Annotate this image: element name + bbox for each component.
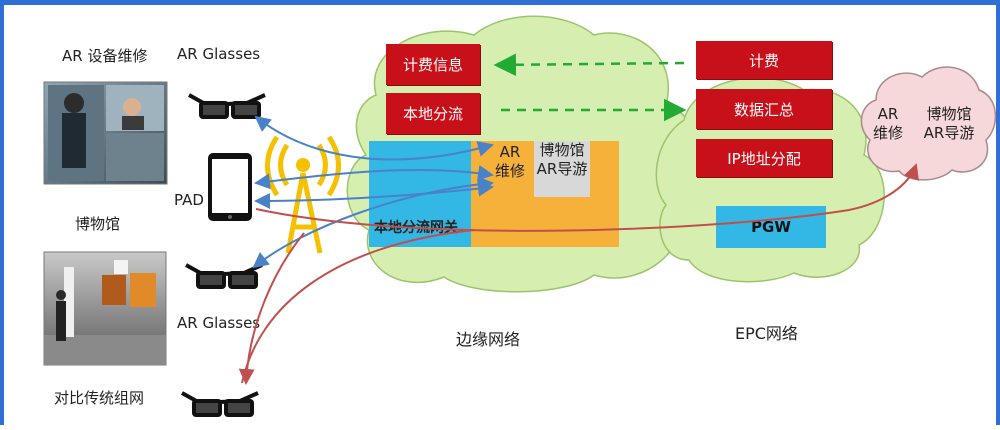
edge-network-label: 边缘网络 bbox=[456, 330, 521, 349]
ar-glasses-icon-top bbox=[188, 93, 266, 119]
red-arrow-pad-to-remote bbox=[255, 163, 919, 232]
remote-museum-line2: AR导游 bbox=[923, 124, 975, 142]
museum-label: 博物馆 bbox=[75, 215, 121, 233]
green-arrow-to-billing-info bbox=[493, 53, 685, 77]
ar-maintenance-photo bbox=[43, 81, 168, 185]
ar-glasses-top-label: AR Glasses bbox=[177, 45, 261, 63]
traditional-network-label: 对比传统组网 bbox=[54, 389, 145, 407]
blue-arrow-pad-2 bbox=[254, 180, 494, 209]
pgw-label: PGW bbox=[751, 218, 791, 236]
tablet-icon bbox=[208, 153, 252, 221]
remote-ar-maintenance-text: AR 维修 bbox=[866, 105, 910, 143]
edge-museum-line1: 博物馆 bbox=[539, 141, 585, 159]
epc-ip-assign-box: IP地址分配 bbox=[696, 139, 832, 177]
edge-ar-line1: AR bbox=[499, 143, 521, 161]
remote-ar-line1: AR bbox=[877, 105, 899, 123]
pgw-box: PGW bbox=[716, 206, 826, 248]
museum-photo bbox=[43, 251, 167, 366]
ar-glasses-icon-traditional bbox=[181, 391, 259, 417]
billing-info-box: 计费信息 bbox=[386, 44, 480, 85]
ar-glasses-icon-bottom bbox=[185, 263, 263, 289]
epc-billing-box: 计费 bbox=[696, 41, 832, 79]
red-arrow-traditional-to-remote bbox=[241, 229, 475, 384]
edge-museum-guide-text: 博物馆 AR导游 bbox=[532, 141, 592, 179]
edge-ar-maintenance-text: AR 维修 bbox=[486, 143, 534, 181]
blue-arrow-glasses-top bbox=[254, 115, 494, 161]
epc-data-summary-box: 数据汇总 bbox=[696, 89, 832, 129]
remote-ar-line2: 维修 bbox=[872, 124, 903, 142]
connection-arrows bbox=[238, 53, 919, 385]
ar-maintenance-label: AR 设备维修 bbox=[62, 47, 148, 65]
ar-glasses-bottom-label: AR Glasses bbox=[177, 314, 261, 332]
epc-network-label: EPC网络 bbox=[735, 324, 798, 343]
museum-guide-inner-box bbox=[534, 141, 590, 197]
red-arrow-traditional-head bbox=[238, 232, 305, 385]
remote-museum-guide-text: 博物馆 AR导游 bbox=[916, 105, 982, 143]
blue-arrow-glasses-bottom bbox=[252, 176, 494, 269]
edge-ar-line2: 维修 bbox=[494, 162, 525, 180]
blue-arrow-pad-1 bbox=[254, 164, 494, 190]
remote-cloud bbox=[860, 66, 997, 181]
pad-label: PAD bbox=[174, 191, 204, 209]
edge-museum-line2: AR导游 bbox=[536, 160, 588, 178]
remote-museum-line1: 博物馆 bbox=[926, 105, 972, 123]
